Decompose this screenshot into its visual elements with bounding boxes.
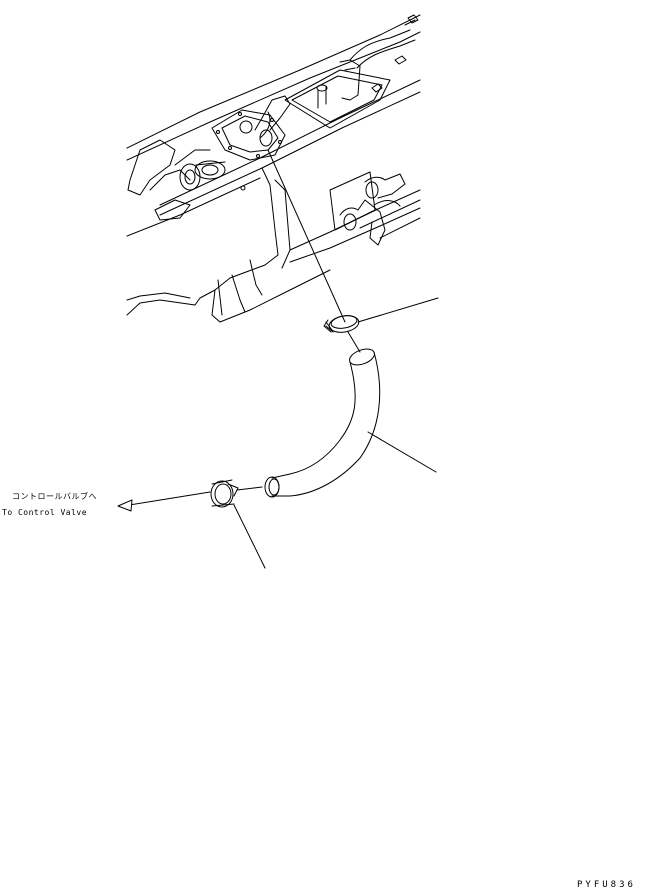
tank-assembly	[126, 14, 421, 323]
leader-line-upper-fitting	[267, 149, 346, 323]
destination-label-en: To Control Valve	[2, 508, 88, 517]
destination-label-jp: コントロールバルブへ	[12, 492, 97, 501]
arrow-to-control-valve	[117, 486, 263, 512]
hose-clamp-upper	[323, 315, 360, 333]
hose-clamp-lower	[210, 479, 239, 508]
leader-line-lower-clamp	[233, 504, 266, 569]
drawing-code: PYFU836	[577, 880, 636, 890]
leader-line-hose	[367, 431, 437, 473]
hose	[264, 348, 381, 498]
leader-line-upper-clamp	[357, 297, 439, 323]
